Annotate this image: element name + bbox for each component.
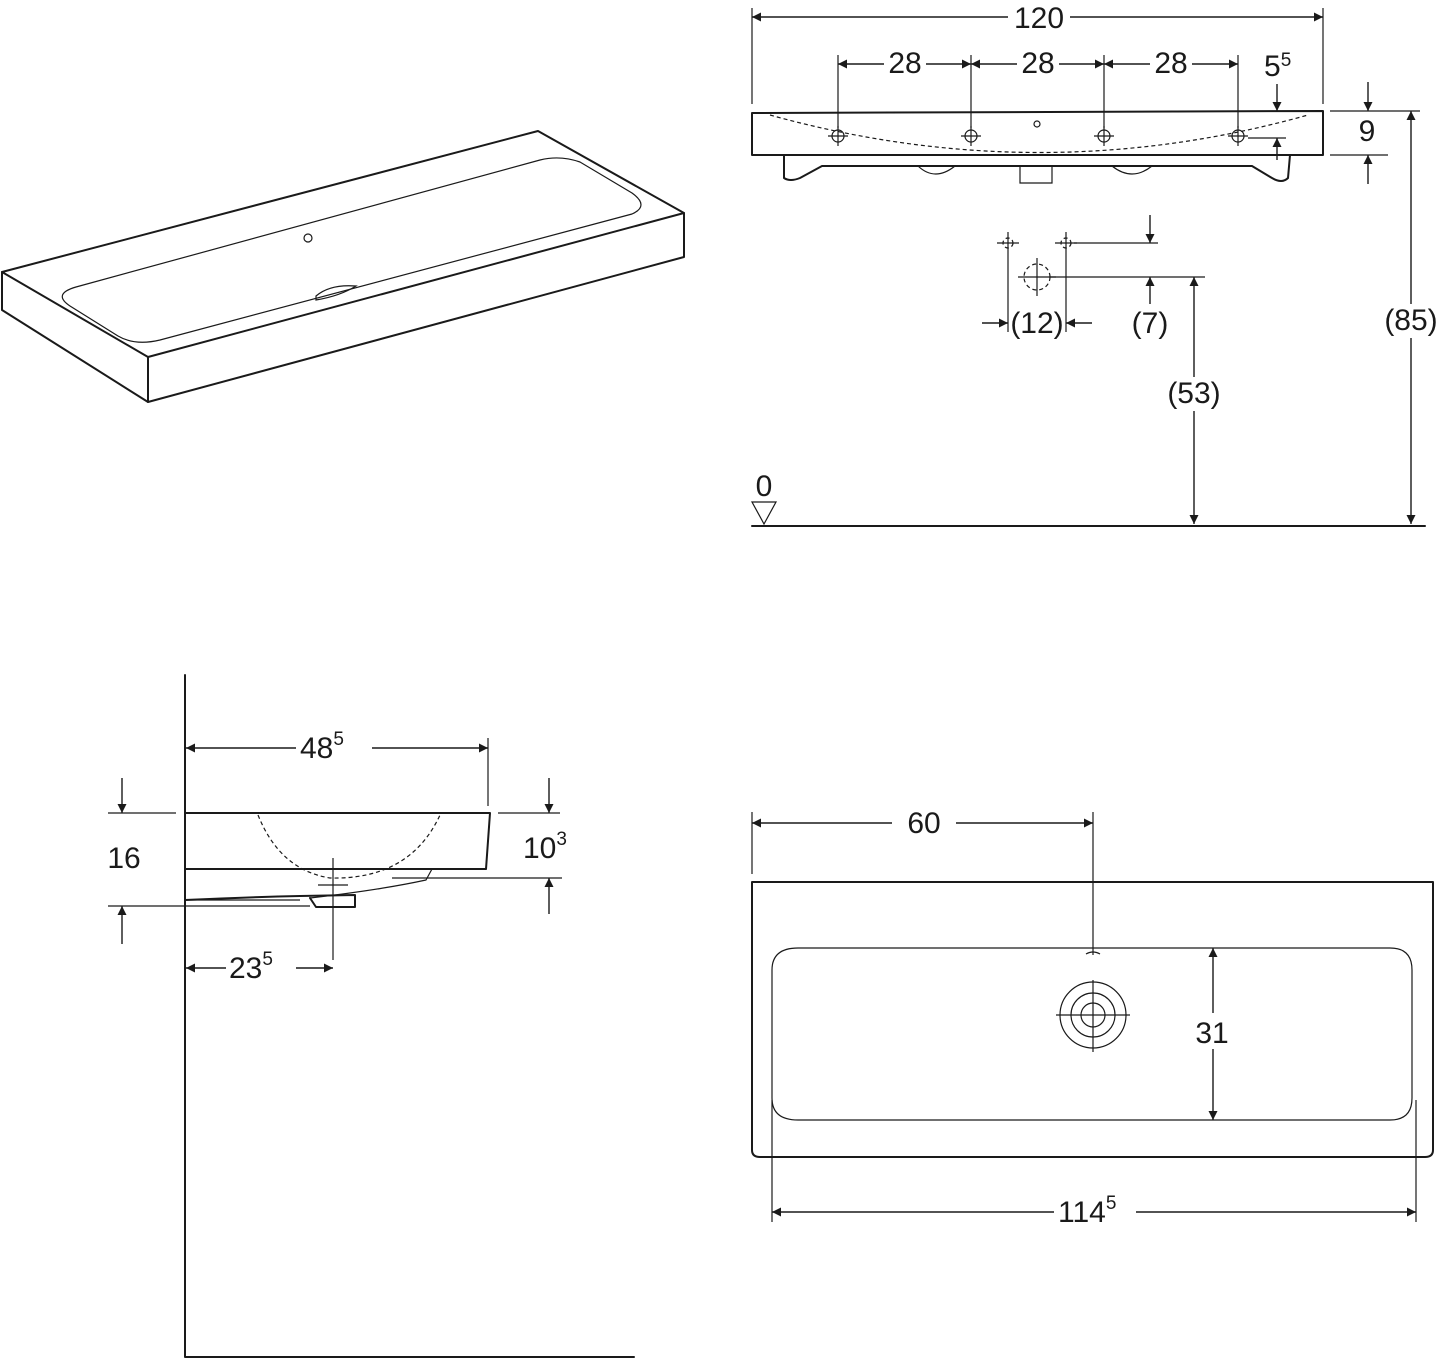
depth-label: 485 [300, 729, 344, 765]
width-120-label: 120 [1014, 2, 1064, 35]
inner-width-label: 1145 [1058, 1193, 1116, 1229]
tap-hole-mark [828, 120, 1248, 146]
floor-level-label: 0 [756, 470, 773, 503]
tap-spacing-1-label: 28 [888, 47, 921, 80]
side-view: 485 16 103 235 [107, 674, 635, 1358]
waste-detail [982, 215, 1205, 332]
waste-distance-label: 235 [229, 949, 273, 985]
top-view: 60 31 1145 [751, 804, 1434, 1230]
tap-spacing-3-label: 28 [1154, 47, 1187, 80]
bowl-depth-side-label: 103 [523, 829, 567, 865]
rim-thickness-label: 9 [1359, 115, 1376, 148]
total-height-label: (85) [1384, 304, 1437, 337]
tap-spacing-2-label: 28 [1021, 47, 1054, 80]
rim-offset-label: 55 [1264, 50, 1291, 83]
waste-height-label: (53) [1167, 377, 1220, 410]
tap-hole-spacing-label: (12) [1010, 307, 1063, 340]
bowl-depth-top-label: 31 [1195, 1017, 1228, 1050]
isometric-view [1, 130, 685, 403]
total-height-side-label: 16 [107, 842, 140, 875]
center-distance-label: 60 [907, 807, 940, 840]
waste-offset-label: (7) [1132, 307, 1169, 340]
front-view: 120 28 28 28 55 9 (85) [750, 2, 1438, 527]
